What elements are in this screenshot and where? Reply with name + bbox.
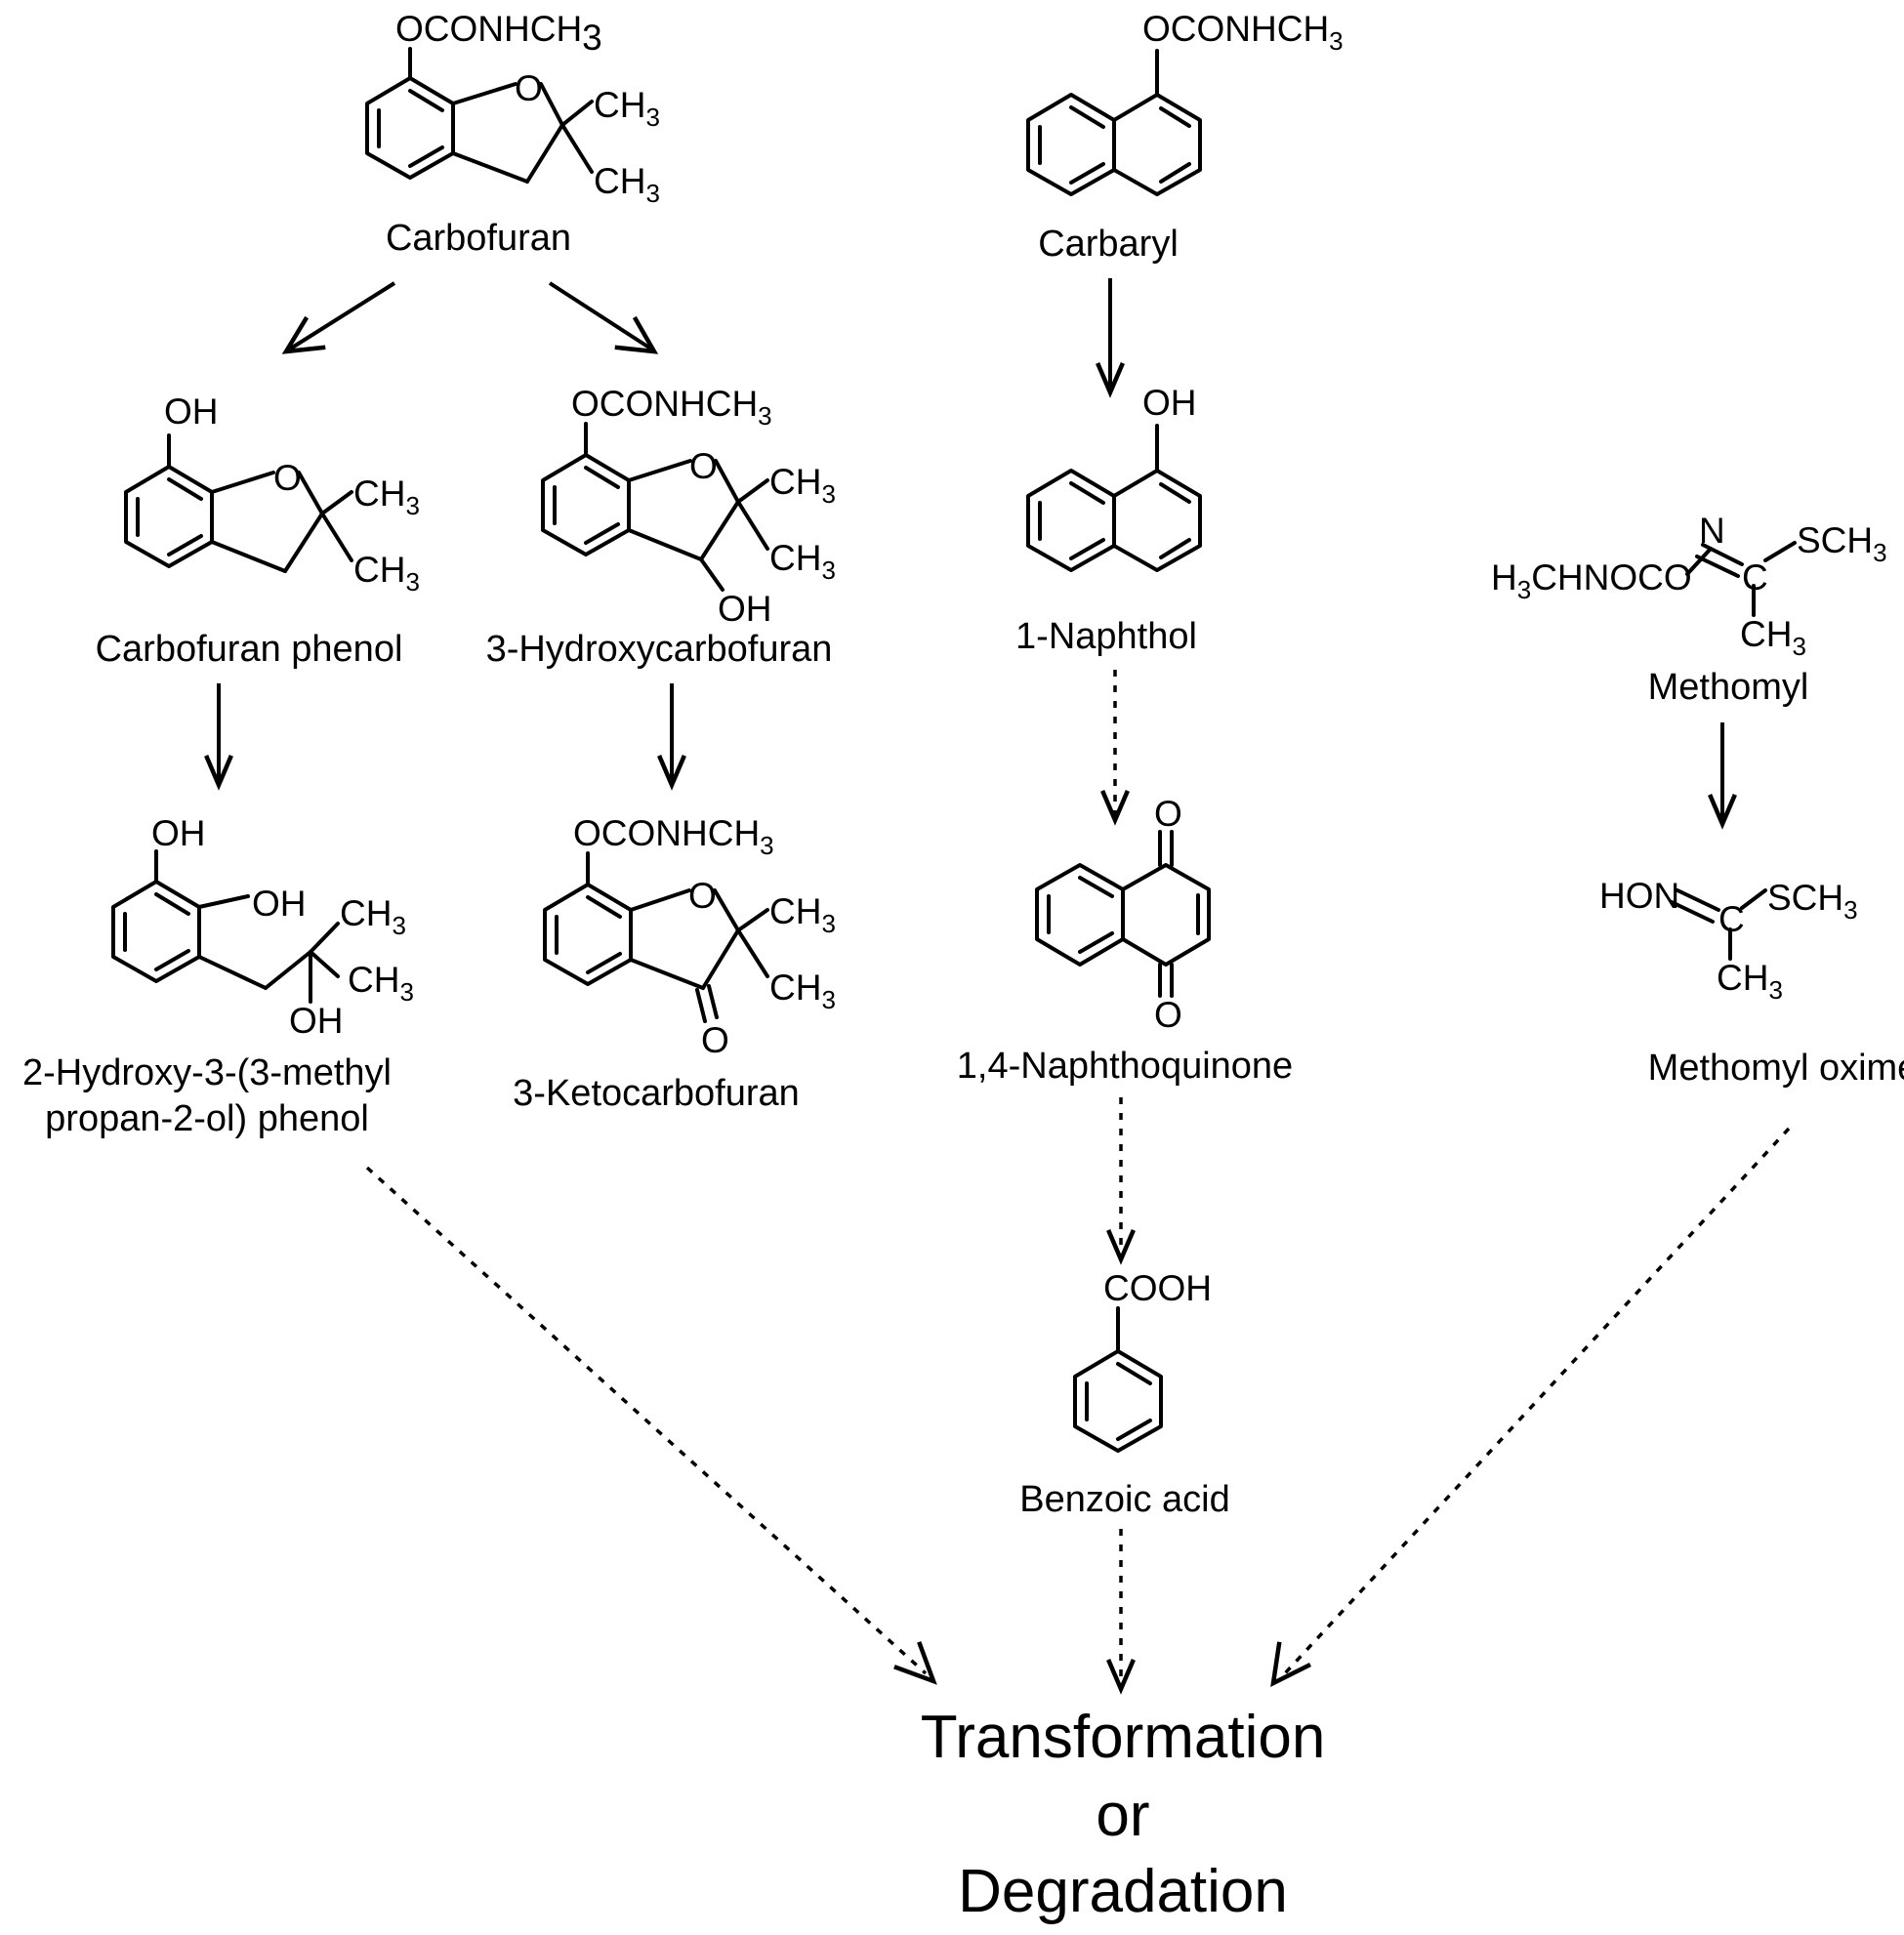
arrow-naphthol-to-naphthoquinone xyxy=(1100,670,1130,826)
arrow-naphthoquinone-to-benzoic xyxy=(1106,1097,1136,1265)
naphthol-oh-label: OH xyxy=(1142,383,1197,423)
hydroxycarbofuran-name: 3-Hydroxycarbofuran xyxy=(486,629,833,670)
hydroxycarbofuran-oh-label: OH xyxy=(718,589,772,629)
methomyl-oxime-hon-label: HON xyxy=(1599,876,1679,916)
final-transformation-label: Transformation xyxy=(921,1704,1326,1771)
arrow-methomyl-to-oxime xyxy=(1708,722,1737,830)
carbofuran-phenol-name: Carbofuran phenol xyxy=(96,629,403,670)
carbofuran-structure: OCONHCH3 O CH3 CH3 xyxy=(365,9,660,208)
ketocarbofuran-keto-oxygen: O xyxy=(701,1020,729,1060)
carbofuran-name: Carbofuran xyxy=(386,218,571,259)
carbofuran-phenol-oh-label: OH xyxy=(164,391,219,432)
arrow-carbofuran-to-phenol xyxy=(281,281,396,354)
arrow-hydroxy-to-keto xyxy=(657,683,686,791)
hydroxycarbofuran-methyl-label: CH3 xyxy=(769,538,836,585)
carbofuran-methyl-label: CH3 xyxy=(594,161,660,208)
methylpropanol-phenol-methyl-label: CH3 xyxy=(340,893,406,940)
carbaryl-group-label: OCONHCH3 xyxy=(1142,9,1344,56)
methomyl-oxime-structure: HON C SCH3 CH3 xyxy=(1599,876,1858,1005)
methomyl-left-label: H3CHNOCO xyxy=(1491,557,1692,604)
benzoic-acid-cooh-label: COOH xyxy=(1103,1268,1212,1308)
naphthoquinone-name: 1,4-Naphthoquinone xyxy=(957,1046,1293,1087)
methomyl-n-label: N xyxy=(1699,511,1725,551)
methomyl-structure: H3CHNOCO N C SCH3 CH3 xyxy=(1491,511,1887,661)
final-degradation-label: Degradation xyxy=(958,1858,1288,1925)
carbaryl-structure: OCONHCH3 xyxy=(1026,9,1344,196)
dotted-arrow-right-to-final xyxy=(1270,1127,1791,1687)
naphthol-structure: OH xyxy=(1026,383,1202,572)
methylpropanol-phenol-oh-label: OH xyxy=(289,1001,344,1041)
methomyl-oxime-ch3-label: CH3 xyxy=(1717,958,1783,1005)
naphthoquinone-structure: O O xyxy=(1035,794,1211,1035)
methomyl-oxime-sch3-label: SCH3 xyxy=(1767,878,1858,925)
ketocarbofuran-group-label: OCONHCH3 xyxy=(573,813,774,860)
carbofuran-phenol-methyl-label: CH3 xyxy=(353,473,420,520)
methomyl-sch3-label: SCH3 xyxy=(1797,520,1887,567)
arrow-carbaryl-to-naphthol xyxy=(1096,278,1125,398)
hydroxy-methylpropanol-phenol-name-line2: propan-2-ol) phenol xyxy=(45,1098,369,1139)
naphthoquinone-oxygen: O xyxy=(1154,995,1182,1035)
carbaryl-name: Carbaryl xyxy=(1038,224,1179,265)
ketocarbofuran-structure: OCONHCH3 O CH3 CH3 O xyxy=(543,813,836,1060)
ketocarbofuran-methyl-label: CH3 xyxy=(769,968,836,1014)
ketocarbofuran-methyl-label: CH3 xyxy=(769,891,836,938)
methomyl-oxime-c-label: C xyxy=(1718,899,1745,939)
naphthoquinone-oxygen: O xyxy=(1154,794,1182,834)
methomyl-ch3-label: CH3 xyxy=(1740,614,1806,661)
arrow-phenol-to-methylpropanol xyxy=(204,683,233,791)
arrow-carbofuran-to-hydroxycarbofuran xyxy=(548,281,659,354)
carbofuran-phenol-methyl-label: CH3 xyxy=(353,550,420,597)
hydroxycarbofuran-methyl-label: CH3 xyxy=(769,462,836,509)
hydroxycarbofuran-group-label: OCONHCH3 xyxy=(571,384,772,431)
hydroxycarbofuran-structure: OCONHCH3 O CH3 CH3 OH xyxy=(541,384,836,629)
final-or-label: or xyxy=(1096,1782,1149,1849)
hydroxy-methylpropanol-phenol-structure: OH OH CH3 CH3 OH xyxy=(111,813,414,1041)
methylpropanol-phenol-methyl-label: CH3 xyxy=(348,960,414,1007)
benzoic-acid-structure: COOH xyxy=(1073,1268,1212,1453)
methomyl-name: Methomyl xyxy=(1648,667,1809,708)
methomyl-oxime-name: Methomyl oxime xyxy=(1648,1048,1904,1089)
hydroxy-methylpropanol-phenol-name-line1: 2-Hydroxy-3-(3-methyl xyxy=(22,1052,392,1093)
arrow-benzoic-to-final xyxy=(1106,1529,1136,1695)
methomyl-c-label: C xyxy=(1742,557,1768,597)
ketocarbofuran-name: 3-Ketocarbofuran xyxy=(513,1073,800,1114)
hydroxycarbofuran-ring-oxygen: O xyxy=(689,446,718,486)
carbofuran-phenol-ring-oxygen: O xyxy=(273,458,302,498)
dotted-arrow-left-to-final xyxy=(365,1166,937,1685)
benzoic-acid-name: Benzoic acid xyxy=(1019,1479,1229,1520)
methylpropanol-phenol-oh-label: OH xyxy=(151,813,206,853)
methylpropanol-phenol-oh-label: OH xyxy=(252,884,307,924)
ketocarbofuran-ring-oxygen: O xyxy=(688,876,717,916)
carbofuran-methyl-label: CH3 xyxy=(594,85,660,132)
carbofuran-group-label: OCONHCH3 xyxy=(395,9,602,58)
carbofuran-ring-oxygen: O xyxy=(515,68,543,108)
naphthol-name: 1-Naphthol xyxy=(1015,616,1197,657)
carbofuran-phenol-structure: OH O CH3 CH3 xyxy=(124,391,420,597)
